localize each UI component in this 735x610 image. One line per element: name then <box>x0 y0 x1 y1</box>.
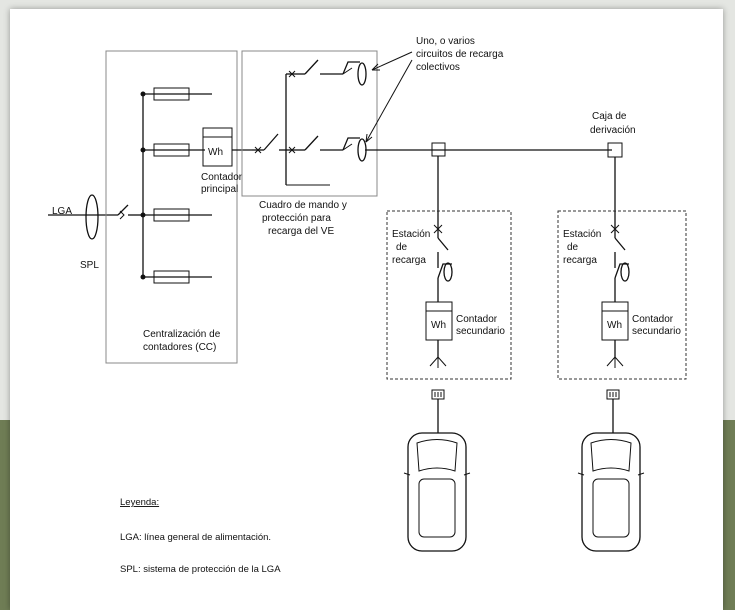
station1-label-line2: de <box>396 242 408 253</box>
station1-label-line3: recarga <box>392 255 426 266</box>
cuadro-label-line3: recarga del VE <box>268 226 334 237</box>
circuitos-pointer-arrows <box>365 51 413 143</box>
caja-label-line2: derivación <box>590 125 636 136</box>
station2-label-line2: de <box>567 242 579 253</box>
station2-contador-line2: secundario <box>632 326 681 337</box>
cc-label-line2: contadores (CC) <box>143 342 216 353</box>
car2-icon <box>577 432 645 552</box>
main-meter-icon <box>202 127 252 167</box>
collective-circuit-line <box>365 142 623 158</box>
circuitos-label-line1: Uno, o varios <box>416 36 475 47</box>
diagram-paper <box>10 9 723 610</box>
station2-meter-label: Wh <box>607 320 622 331</box>
station1-contador-line2: secundario <box>456 326 505 337</box>
cuadro-label-line1: Cuadro de mando y <box>259 200 347 211</box>
circuitos-label-line3: colectivos <box>416 62 460 73</box>
contador-principal-line2: principal <box>201 184 238 195</box>
station1-label-line1: Estación <box>392 229 430 240</box>
station2-box <box>557 210 687 380</box>
lga-label: LGA <box>52 206 72 217</box>
cc-label-line1: Centralización de <box>143 329 221 340</box>
legend-spl: SPL: sistema de protección de la LGA <box>120 564 281 575</box>
station2-label-line3: recarga <box>563 255 597 266</box>
car1-icon <box>403 432 471 552</box>
circuitos-label-line2: circuitos de recarga <box>416 49 504 60</box>
cuadro-box <box>241 50 378 197</box>
contador-principal-line1: Contador <box>201 172 243 183</box>
differential-relay-icon <box>342 61 367 162</box>
station1-meter-label: Wh <box>431 320 446 331</box>
station2-contador-line1: Contador <box>632 314 674 325</box>
station2-components <box>601 211 630 368</box>
cuadro-breakers <box>252 59 343 186</box>
main-meter-label: Wh <box>208 147 223 158</box>
legend-lga: LGA: línea general de alimentación. <box>120 532 271 543</box>
legend-title: Leyenda: <box>120 497 159 508</box>
cuadro-label-line2: protección para <box>262 213 331 224</box>
station1-contador-line1: Contador <box>456 314 498 325</box>
station2-plug-icon <box>606 389 620 400</box>
station1-components <box>425 211 453 368</box>
station2-label-line1: Estación <box>563 229 601 240</box>
cc-fuse-rows <box>143 87 212 284</box>
cc-busbar <box>140 91 146 280</box>
station1-box <box>386 210 512 380</box>
caja-label-line1: Caja de <box>592 111 627 122</box>
spl-ring-icon <box>85 194 99 240</box>
cc-box <box>105 50 238 364</box>
spl-label: SPL <box>80 260 99 271</box>
station1-plug-icon <box>431 389 445 400</box>
